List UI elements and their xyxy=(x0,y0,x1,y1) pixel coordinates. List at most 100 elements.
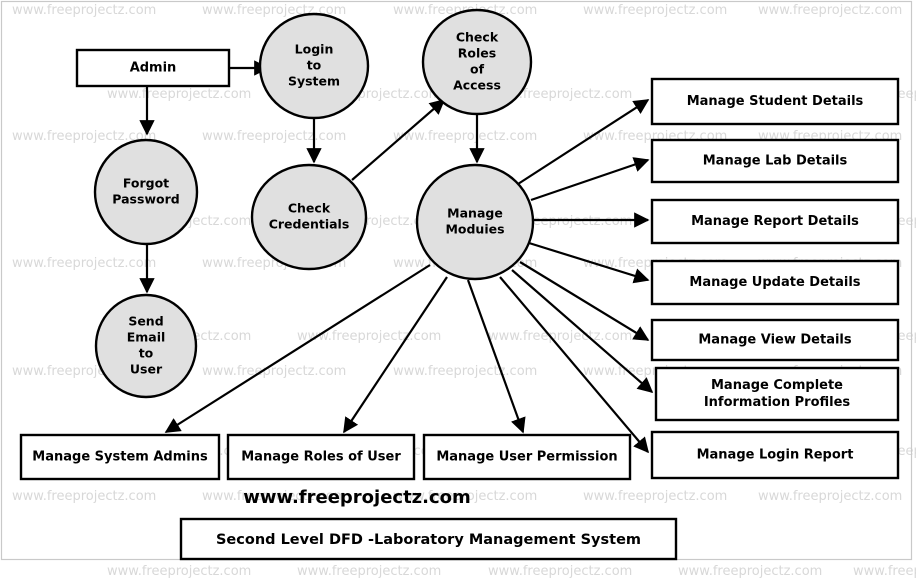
datastore-box[interactable] xyxy=(226,433,416,481)
node-label-line: Information Profiles xyxy=(704,395,851,410)
flow-arrow-manage-modules-to-manage-system-admins xyxy=(164,264,431,433)
node-label-line: Send xyxy=(128,314,163,329)
node-label-line: Email xyxy=(127,330,166,345)
node-label-line: Manage User Permission xyxy=(436,450,617,465)
datastore-manage-view-details[interactable]: Manage View Details xyxy=(650,318,900,362)
flow-arrow-manage-modules-to-manage-student-details xyxy=(517,99,650,185)
datastore-box[interactable] xyxy=(650,430,900,480)
datastore-box[interactable] xyxy=(654,366,900,422)
node-label-line: Credentials xyxy=(269,217,350,232)
node-label-line: of xyxy=(470,62,485,77)
watermark-text: www.freeprojectz.com xyxy=(393,129,537,144)
datastore-box[interactable] xyxy=(650,198,900,245)
node-label-line: Moduies xyxy=(445,222,504,237)
watermark-text: www.freeprojectz.com xyxy=(393,364,537,379)
datastore-manage-system-admins[interactable]: Manage System Admins xyxy=(19,433,221,481)
node-label-line: Manage System Admins xyxy=(32,450,208,465)
node-label-line: Manage Student Details xyxy=(687,94,864,109)
datastore-box[interactable] xyxy=(422,433,632,481)
watermark-text: www.freeprojectz.com xyxy=(202,129,346,144)
entity-box[interactable] xyxy=(75,48,231,88)
flow-arrow-manage-modules-to-manage-user-permission xyxy=(466,279,526,434)
node-label-line: Forgot xyxy=(123,176,169,191)
node-label-line: to xyxy=(139,346,154,361)
datastore-manage-roles-of-user[interactable]: Manage Roles of User xyxy=(226,433,416,481)
watermark-text: www.freeprojectz.com xyxy=(107,564,251,579)
process-circle[interactable] xyxy=(258,12,370,120)
watermark-text: www.freeprojectz.com xyxy=(12,489,156,504)
flow-arrow-manage-modules-to-manage-update-details xyxy=(528,241,650,284)
watermark-text: www.freeprojectz.com xyxy=(393,489,537,504)
datastore-box[interactable] xyxy=(19,433,221,481)
watermark-text: www.freeprojectz.com xyxy=(12,3,156,18)
node-label-line: Manage Report Details xyxy=(691,214,859,229)
datastore-manage-report-details[interactable]: Manage Report Details xyxy=(650,198,900,245)
watermark-text: www.freeprojectz.com xyxy=(583,3,727,18)
process-circle[interactable] xyxy=(250,163,368,271)
watermark-text: www.freeprojectz.com xyxy=(758,489,902,504)
watermark-text: www.freeprojectz.com xyxy=(678,564,822,579)
process-circle[interactable] xyxy=(421,8,533,116)
datastore-box[interactable] xyxy=(650,259,900,306)
watermark-text: www.freeprojectz.com xyxy=(488,564,632,579)
node-label-line: Manage Complete xyxy=(711,378,843,393)
node-label-line: Manage Login Report xyxy=(697,448,854,463)
flow-arrow-manage-modules-to-manage-roles-of-user xyxy=(343,276,448,434)
flow-arrow-manage-modules-to-manage-login-report xyxy=(499,276,649,454)
node-label-line: Manage Lab Details xyxy=(703,154,848,169)
flow-arrow-check-credentials-to-check-roles-of-access xyxy=(351,98,446,181)
node-label-line: Roles xyxy=(458,46,496,61)
datastore-box[interactable] xyxy=(650,77,900,126)
node-label-line: to xyxy=(307,58,322,73)
process-circle[interactable] xyxy=(93,138,199,246)
node-label-line: Manage Roles of User xyxy=(241,450,401,465)
datastore-box[interactable] xyxy=(650,138,900,184)
watermark-text: www.freeprojectz.com xyxy=(853,564,916,579)
watermark-text: www.freeprojectz.com xyxy=(107,87,251,102)
node-label-line: Admin xyxy=(130,61,177,76)
diagram-title-box: Second Level DFD -Laboratory Management … xyxy=(179,517,678,561)
watermark-text: www.freeprojectz.com xyxy=(297,564,441,579)
watermark-text: www.freeprojectz.com xyxy=(488,87,632,102)
watermark-text: www.freeprojectz.com xyxy=(758,3,902,18)
watermark-text: www.freeprojectz.com xyxy=(202,364,346,379)
flow-arrow-manage-modules-to-manage-view-details xyxy=(519,261,650,341)
entity-admin[interactable]: Admin xyxy=(75,48,231,88)
node-label-line: System xyxy=(288,74,340,89)
node-label-line: Manage xyxy=(447,206,503,221)
process-circle[interactable] xyxy=(94,293,198,399)
node-label-line: Manage View Details xyxy=(698,333,852,348)
node-label-line: Check xyxy=(456,30,499,45)
datastore-box[interactable] xyxy=(650,318,900,362)
flow-arrow-manage-modules-to-manage-lab-details xyxy=(530,157,650,202)
watermark-text: www.freeprojectz.com xyxy=(583,489,727,504)
datastore-manage-user-permission[interactable]: Manage User Permission xyxy=(422,433,632,481)
watermark-text: www.freeprojectz.com xyxy=(488,329,632,344)
node-label-line: Check xyxy=(288,201,331,216)
datastore-manage-login-report[interactable]: Manage Login Report xyxy=(650,430,900,480)
watermark-text: www.freeprojectz.com xyxy=(202,489,346,504)
process-circle[interactable] xyxy=(415,163,535,281)
diagram-title: Second Level DFD -Laboratory Management … xyxy=(216,532,641,548)
brand-wordmark: www.freeprojectz.com xyxy=(243,487,471,508)
watermark-text: www.freeprojectz.com xyxy=(12,256,156,271)
node-label-line: Password xyxy=(112,192,179,207)
watermark-text: www.freeprojectz.com xyxy=(12,129,156,144)
node-label-line: Access xyxy=(453,78,501,93)
node-label-line: User xyxy=(130,362,163,377)
flow-arrow-layer xyxy=(139,60,654,454)
datastore-manage-lab-details[interactable]: Manage Lab Details xyxy=(650,138,900,184)
datastore-manage-update-details[interactable]: Manage Update Details xyxy=(650,259,900,306)
node-label-line: Manage Update Details xyxy=(689,275,860,290)
node-label-line: Login xyxy=(295,42,334,57)
datastore-manage-student-details[interactable]: Manage Student Details xyxy=(650,77,900,126)
